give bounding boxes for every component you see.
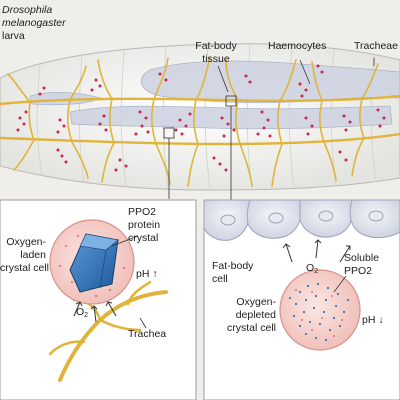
soluble-ppo2-dots bbox=[288, 282, 350, 342]
laden-cell-label-line1: Oxygen- bbox=[6, 236, 46, 248]
ppo2-crystal-label-line2: protein bbox=[128, 219, 161, 231]
organism-label-line3: larva bbox=[2, 30, 25, 42]
fat-body-cell-label-line1: Fat-body bbox=[212, 260, 254, 272]
depleted-cell-label-line2: depleted bbox=[235, 309, 276, 321]
right-o2-arrows bbox=[282, 239, 351, 263]
left-o2-label: O2 bbox=[76, 306, 89, 319]
haemocytes-cluster bbox=[16, 64, 386, 172]
ppo2-crystal-label-line1: PPO2 bbox=[128, 206, 157, 218]
left-o2-arrows bbox=[73, 301, 117, 323]
ppo2-crystal-label-line3: crystal bbox=[128, 232, 159, 244]
soluble-ppo2-label-line2: PPO2 bbox=[344, 265, 373, 277]
tracheae-label: Tracheae bbox=[354, 40, 398, 52]
fat-body-cells bbox=[203, 199, 400, 241]
tracheae-network bbox=[0, 57, 400, 187]
laden-cell-label-line2: laden bbox=[20, 249, 46, 261]
left-ph-label: pH ↑ bbox=[136, 268, 158, 280]
trachea-label: Trachea bbox=[128, 328, 167, 340]
organism-label-line1: Drosophila bbox=[2, 4, 53, 16]
soluble-ppo2-label-line1: Soluble bbox=[344, 252, 380, 264]
organism-label-line2: melanogaster bbox=[2, 17, 66, 29]
fat-body-tissue-label-line1: Fat-body bbox=[195, 40, 237, 52]
laden-cell-label-line3: crystal cell bbox=[0, 262, 50, 274]
ppo2-protein-crystal bbox=[69, 233, 119, 293]
depleted-cell-label-line3: crystal cell bbox=[226, 322, 276, 334]
right-ph-label: pH ↓ bbox=[362, 314, 384, 326]
fat-body-tissue-label-line2: tissue bbox=[202, 53, 230, 65]
left-trachea-branch bbox=[48, 280, 168, 382]
oxygen-depleted-crystal-cell bbox=[279, 269, 361, 351]
right-o2-label: O2 bbox=[306, 262, 319, 275]
haemocytes-label: Haemocytes bbox=[268, 40, 327, 52]
fat-body-cell-label-line2: cell bbox=[212, 273, 228, 285]
depleted-cell-label-line1: Oxygen- bbox=[236, 296, 276, 308]
